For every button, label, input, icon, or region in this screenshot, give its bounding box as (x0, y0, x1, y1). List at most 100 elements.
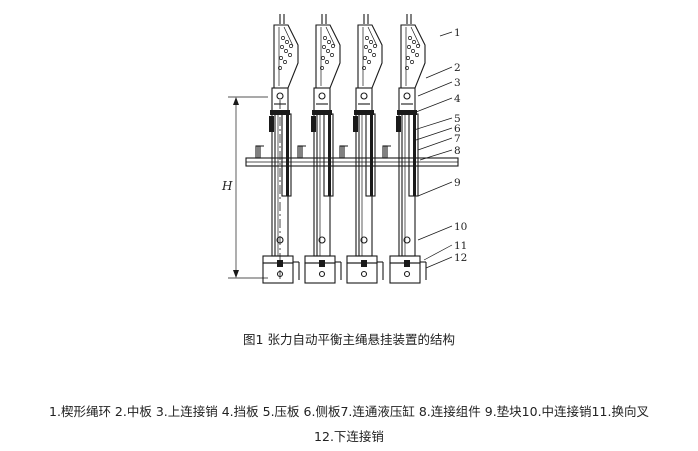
fork-gap (277, 260, 283, 267)
legend-line-1: 1.楔形绳环 2.中板 3.上连接销 4.挡板 5.压板 6.侧板7.连通液压缸… (49, 404, 649, 419)
part-number-9: 9 (454, 177, 461, 189)
leader-line-12 (425, 256, 453, 269)
connecting-bracket-block (339, 145, 345, 159)
fork-gap (404, 260, 410, 267)
part-number-12: 12 (454, 252, 467, 264)
leader-line-11 (423, 244, 453, 261)
socket-hole (369, 40, 373, 44)
socket-inner-line (410, 26, 421, 47)
wedge-rope-socket (400, 24, 426, 89)
socket-hole (281, 36, 285, 40)
middle-connecting-pin (360, 236, 368, 244)
socket-hole (279, 56, 283, 60)
lower-connecting-pin (360, 270, 368, 278)
upper-connecting-pin (276, 92, 284, 100)
socket-hole (364, 45, 368, 49)
connecting-bracket (257, 145, 264, 158)
part-number-7: 7 (454, 133, 461, 145)
leader-line-1 (439, 31, 453, 37)
hanger-1 (255, 14, 300, 284)
part-number-8: 8 (454, 145, 461, 157)
socket-hole (406, 56, 410, 60)
socket-hole (323, 36, 327, 40)
socket-inner-line (325, 26, 336, 47)
leader-line-3 (417, 81, 453, 97)
socket-hole (363, 56, 367, 60)
leader-line-9 (417, 181, 453, 197)
wedge-rope-socket (273, 24, 299, 89)
socket-hole (278, 66, 282, 70)
part-number-6: 6 (454, 123, 461, 135)
upper-connecting-pin (403, 92, 411, 100)
part-number-3: 3 (454, 77, 461, 89)
connecting-bracket-block (255, 145, 261, 159)
lower-connecting-pin (403, 270, 411, 278)
socket-inner-line (283, 26, 294, 47)
socket-hole (412, 40, 416, 44)
socket-hole (410, 60, 414, 64)
socket-hole (362, 66, 366, 70)
socket-hole (373, 44, 377, 48)
pressure-plate (269, 116, 274, 132)
socket-hole (288, 53, 292, 57)
part-number-1: 1 (454, 27, 461, 39)
dimension-h: H (221, 96, 268, 279)
pressure-plate (311, 116, 316, 132)
connecting-bar (245, 157, 459, 167)
fork-gap (319, 260, 325, 267)
hanger-assemblies (255, 14, 427, 284)
socket-hole (372, 53, 376, 57)
socket-hole (368, 49, 372, 53)
pressure-plate (353, 116, 358, 132)
leader-line-10 (417, 225, 453, 241)
socket-hole (320, 66, 324, 70)
cylinder-rod (413, 114, 416, 196)
middle-connecting-pin (403, 236, 411, 244)
leader-line-2 (425, 66, 453, 79)
socket-hole (416, 44, 420, 48)
lower-connecting-pin (318, 270, 326, 278)
socket-hole (408, 36, 412, 40)
part-number-11: 11 (454, 240, 467, 252)
socket-hole (411, 49, 415, 53)
connecting-bracket (341, 145, 348, 158)
hanger-2 (297, 14, 342, 284)
connecting-bracket (384, 145, 391, 158)
leader-line-7 (417, 137, 453, 151)
connecting-bracket (299, 145, 306, 158)
stop-plate (312, 110, 332, 115)
part-number-4: 4 (454, 93, 461, 105)
leader-line-4 (415, 97, 453, 113)
socket-hole (280, 45, 284, 49)
socket-hole (283, 60, 287, 64)
socket-hole (285, 40, 289, 44)
legend-line-2: 12.下连接销 (314, 429, 384, 444)
stop-plate (397, 110, 417, 115)
socket-hole (407, 45, 411, 49)
connecting-bracket-block (297, 145, 303, 159)
upper-connecting-pin (318, 92, 326, 100)
wedge-rope-socket (315, 24, 341, 89)
socket-hole (321, 56, 325, 60)
stop-plate (354, 110, 374, 115)
socket-hole (367, 60, 371, 64)
wedge-rope-socket (357, 24, 383, 89)
leader-line-5 (413, 117, 453, 131)
hanger-4 (382, 14, 427, 284)
hanger-3 (339, 14, 384, 284)
socket-hole (330, 53, 334, 57)
fork-gap (361, 260, 367, 267)
socket-inner-line (367, 26, 378, 47)
part-number-2: 2 (454, 62, 461, 74)
parts-legend: 1.楔形绳环 2.中板 3.上连接销 4.挡板 5.压板 6.侧板7.连通液压缸… (0, 399, 698, 449)
socket-hole (327, 40, 331, 44)
upper-connecting-pin (360, 92, 368, 100)
dimension-label-h: H (221, 179, 233, 193)
socket-hole (365, 36, 369, 40)
socket-hole (326, 49, 330, 53)
socket-hole (325, 60, 329, 64)
cylinder-rod (328, 114, 331, 196)
